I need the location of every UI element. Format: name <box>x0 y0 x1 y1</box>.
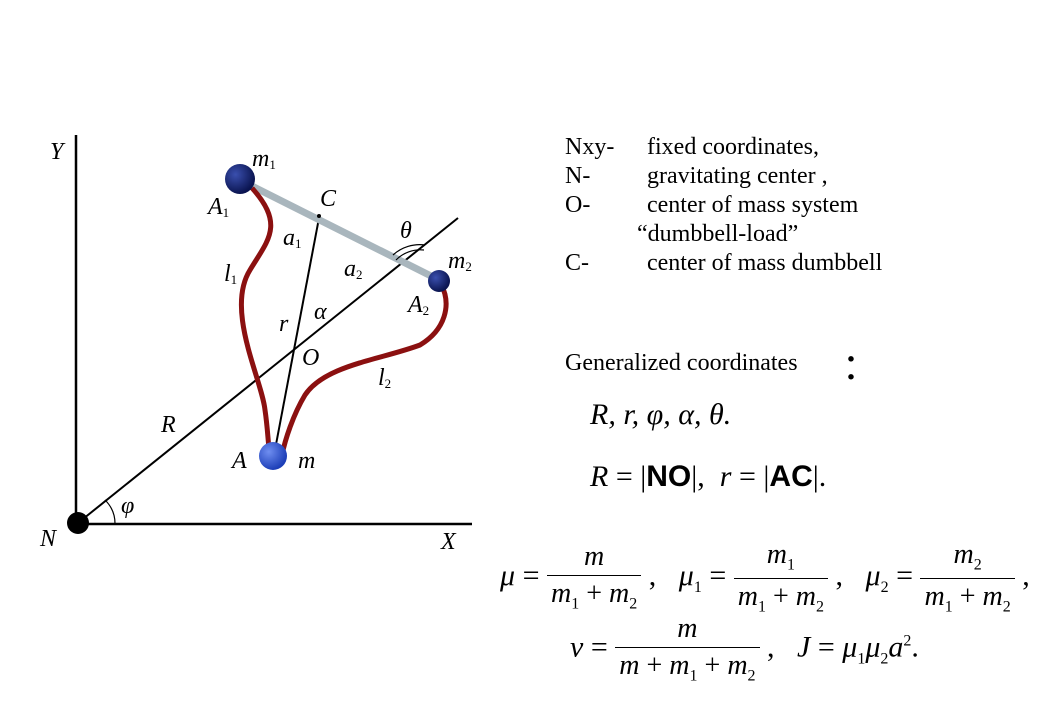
axis-y-label: Y <box>50 139 64 165</box>
point-A-label: A <box>232 448 247 474</box>
mass-m <box>259 442 287 470</box>
point-C-label: C <box>320 186 337 212</box>
radius-vector-R <box>77 217 459 524</box>
theta-arc-inner <box>395 249 425 261</box>
arm-a1-label: a1 <box>283 225 302 251</box>
point-O-label: O <box>302 345 320 371</box>
axis-x-label: X <box>441 529 456 555</box>
tether-l2-label: l2 <box>378 365 392 391</box>
point-A2-label: A2 <box>408 292 430 318</box>
radius-r-label: r <box>279 311 289 337</box>
radius-r-line <box>273 217 320 456</box>
tether-l1 <box>238 186 274 456</box>
mass-m1-label: m1 <box>252 146 276 172</box>
phi-arc <box>104 499 116 525</box>
origin-N-label: N <box>40 526 57 552</box>
generalized-coordinates-colon: ： <box>842 347 879 387</box>
generalized-coordinates-title: Generalized coordinates <box>565 350 798 376</box>
definitions-formula: R = |NO|, r = |AC|. <box>590 460 827 493</box>
theta-arc-outer <box>392 244 426 256</box>
arm-a2-label: a2 <box>344 256 363 282</box>
mass-m-label: m <box>298 448 316 474</box>
angle-alpha-label: α <box>314 299 327 325</box>
tether-l1-label: l1 <box>224 261 238 287</box>
dumbbell-rod <box>236 176 443 284</box>
mass-m1 <box>225 164 255 194</box>
coordinate-list: R, r, φ, α, θ. <box>590 398 732 431</box>
vector-R-label: R <box>161 412 176 438</box>
mass-m2 <box>428 270 450 292</box>
angle-theta-label: θ <box>400 218 412 244</box>
tether-l2 <box>279 282 449 456</box>
angle-phi-label: φ <box>121 493 135 519</box>
gravitating-center-N <box>67 512 89 534</box>
mass-m2-label: m2 <box>448 248 472 274</box>
point-A1-label: A1 <box>208 194 230 220</box>
point-C-dot <box>317 214 321 218</box>
